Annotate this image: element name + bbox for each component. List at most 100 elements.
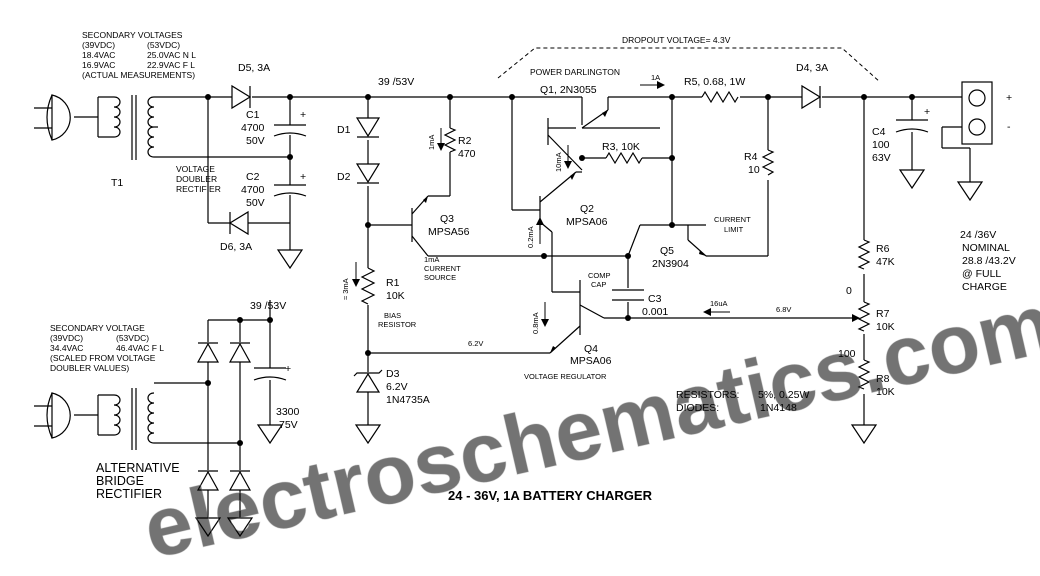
capacitor-c4 — [895, 119, 929, 133]
regulator-wiring — [549, 256, 850, 354]
svg-text:(53VDC): (53VDC) — [147, 40, 180, 50]
potentiometer-r7 — [850, 301, 871, 332]
c4-name: C4 — [872, 126, 886, 138]
voltage-regulator-label: VOLTAGE REGULATOR — [524, 372, 607, 381]
d2-label: D2 — [337, 171, 351, 183]
svg-text:CURRENT: CURRENT — [424, 264, 461, 273]
svg-text:25.0VAC N L: 25.0VAC N L — [147, 50, 196, 60]
q2-part: MPSA06 — [566, 216, 608, 228]
d4-label: D4, 3A — [796, 62, 828, 74]
c2-voltage: 50V — [246, 197, 265, 209]
pot-top-label: 0 — [846, 285, 852, 297]
ac-plug-top — [34, 94, 99, 141]
resistor-r3 — [582, 151, 672, 165]
transformer-notes: SECONDARY VOLTAGES (39VDC) (53VDC) 18.4V… — [82, 30, 196, 80]
alt-supply-voltage-label: 39 /53V — [250, 300, 286, 312]
current-source-label: 1mA CURRENT SOURCE — [424, 255, 461, 282]
resistor-r8 — [857, 359, 871, 390]
svg-text:34.4VAC: 34.4VAC — [50, 343, 83, 353]
ground-alt — [194, 424, 284, 538]
d5-label: D5, 3A — [238, 62, 270, 74]
bias-resistor-label-1: BIAS — [384, 311, 401, 320]
c2-value: 4700 — [241, 184, 265, 196]
svg-text:SOURCE: SOURCE — [424, 273, 456, 282]
resistor-r6 — [857, 239, 871, 270]
q5-part: 2N3904 — [652, 258, 689, 270]
output-terminal — [961, 81, 993, 145]
q1-name: Q1, 2N3055 — [540, 84, 597, 96]
resistors-value: 5%, 0.25W — [758, 389, 809, 401]
r8-name: R8 — [876, 373, 890, 385]
svg-text:1mA: 1mA — [424, 255, 439, 264]
v62-label: 6.2V — [468, 339, 483, 348]
ground-c4 — [898, 169, 926, 190]
q4-part: MPSA06 — [570, 355, 612, 367]
r4-name: R4 — [744, 151, 758, 163]
dropout-bracket — [497, 47, 881, 83]
capacitor-c3 — [612, 289, 644, 301]
svg-text:SECONDARY VOLTAGE: SECONDARY VOLTAGE — [50, 323, 145, 333]
c4-voltage: 63V — [872, 152, 891, 164]
q5-name: Q5 — [660, 245, 674, 257]
alt-cap-plus: + — [285, 363, 291, 375]
c1-voltage: 50V — [246, 135, 265, 147]
svg-text:RECTIFIER: RECTIFIER — [96, 487, 162, 501]
pot-bottom-label: 100 — [838, 348, 856, 360]
svg-text:22.9VAC F L: 22.9VAC F L — [147, 60, 195, 70]
diode-d5 — [231, 84, 252, 110]
transistor-q2 — [512, 171, 582, 256]
svg-text:(39VDC): (39VDC) — [82, 40, 115, 50]
r8-value: 10K — [876, 386, 895, 398]
r2-value: 470 — [458, 148, 476, 160]
diode-d1 — [355, 117, 381, 138]
svg-text:VOLTAGE: VOLTAGE — [176, 164, 215, 174]
svg-text:ALTERNATIVE: ALTERNATIVE — [96, 461, 180, 475]
resistor-r1 — [360, 267, 376, 305]
q2-name: Q2 — [580, 203, 594, 215]
resistors-label: RESISTORS: — [676, 389, 739, 401]
i-1ma-label: 1mA — [427, 135, 436, 150]
v68-label: 6.8V — [776, 305, 791, 314]
sense-wiring — [671, 97, 769, 257]
resistor-r2 — [428, 97, 457, 197]
capacitor-c2 — [273, 184, 307, 197]
svg-text:18.4VAC: 18.4VAC — [82, 50, 115, 60]
r1-name: R1 — [386, 277, 400, 289]
transformer-label: T1 — [111, 177, 123, 189]
alt-notes: SECONDARY VOLTAGE (39VDC) (53VDC) 34.4VA… — [50, 323, 164, 373]
svg-text:DOUBLER VALUES): DOUBLER VALUES) — [50, 363, 129, 373]
diodes-value: 1N4148 — [760, 402, 797, 414]
svg-text:(SCALED FROM VOLTAGE: (SCALED FROM VOLTAGE — [50, 353, 156, 363]
diode-d6 — [228, 210, 249, 236]
q3-name: Q3 — [440, 213, 454, 225]
alt-label: ALTERNATIVE BRIDGE RECTIFIER — [96, 461, 180, 501]
q4-name: Q4 — [584, 343, 598, 355]
r6-name: R6 — [876, 243, 890, 255]
svg-text:28.8 /43.2V: 28.8 /43.2V — [962, 255, 1016, 267]
ground-r8 — [850, 424, 878, 445]
ground-c2 — [276, 249, 304, 270]
doubler-wiring — [207, 96, 450, 250]
c4-value: 100 — [872, 139, 890, 151]
transistor-q5 — [627, 224, 707, 257]
transistor-q3 — [411, 195, 628, 257]
svg-text:DOUBLER: DOUBLER — [176, 174, 217, 184]
terminal-minus: - — [1007, 121, 1011, 133]
i-02ma-label: 0.2mA — [526, 226, 535, 248]
d3-name: D3 — [386, 368, 400, 380]
supply-voltage-label: 39 /53V — [378, 76, 414, 88]
transformer-t1 — [98, 95, 288, 160]
d3-part: 1N4735A — [386, 394, 430, 406]
r4-value: 10 — [748, 164, 760, 176]
q1-desc: POWER DARLINGTON — [530, 67, 620, 77]
bias-resistor-label-2: RESISTOR — [378, 320, 417, 329]
comp-cap-label-2: CAP — [591, 280, 606, 289]
svg-text:LIMIT: LIMIT — [724, 225, 744, 234]
c2-plus: + — [300, 171, 306, 183]
d3-voltage: 6.2V — [386, 381, 408, 393]
resistor-r4 — [761, 149, 775, 176]
capacitor-c1 — [273, 124, 307, 137]
svg-text:@ FULL: @ FULL — [962, 268, 1001, 280]
svg-text:CHARGE: CHARGE — [962, 281, 1007, 293]
